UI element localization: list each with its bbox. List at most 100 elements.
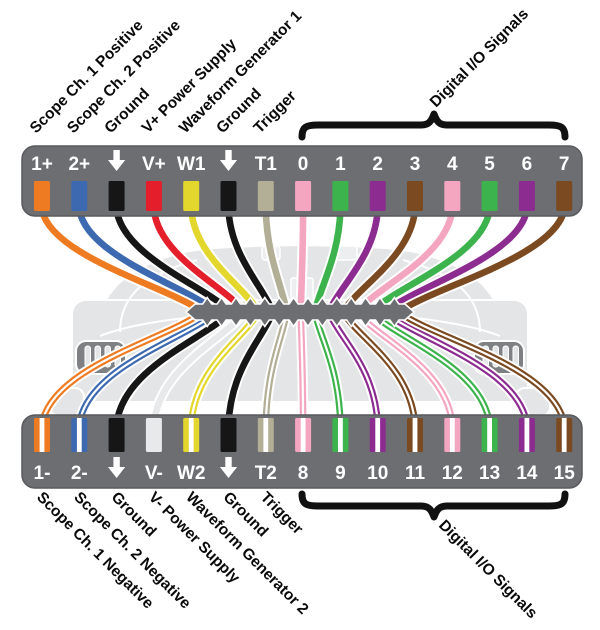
pin-cell-top-1: 2+ [68, 154, 90, 211]
pin-cell-bottom-4: W2 [177, 418, 206, 484]
wire-stripe [386, 313, 528, 425]
wire-stripe [264, 313, 288, 425]
wire-bottom-1- [36, 309, 203, 426]
wire-bottom-14 [383, 309, 533, 426]
pin-cell-bottom-3: V- [145, 418, 163, 484]
wire-stripe [400, 313, 566, 425]
pin-swatch-stripe [338, 418, 343, 452]
wire-core [76, 209, 217, 313]
center-connector [184, 296, 416, 328]
wire-core [399, 208, 568, 313]
pin-label-7: 7 [559, 154, 570, 175]
pin-swatch-2+ [71, 181, 88, 211]
pin-cell-top-7: 0 [295, 154, 312, 211]
wire-stripe [314, 313, 342, 425]
pin-cell-top-3: V+ [142, 154, 166, 211]
digital-brace-bottom [298, 490, 569, 521]
pin-label-12: 12 [442, 463, 463, 484]
pin-cell-top-10: 3 [407, 154, 423, 211]
pin-swatch-stripe [39, 418, 45, 452]
wire-core [38, 209, 202, 313]
pin-swatch-1+ [34, 181, 50, 211]
pin-swatch-stripe [487, 418, 492, 452]
wire-top-0 [295, 209, 309, 311]
pin-label-1: 1 [335, 154, 346, 175]
wire-bottom-9 [310, 312, 346, 425]
pin-swatch-gnd [108, 418, 125, 452]
ground-arrow-icon [108, 457, 126, 478]
pin-label-1+: 1+ [31, 154, 53, 175]
pin-label-V+: V+ [142, 154, 166, 175]
pin-cell-bottom-5 [219, 418, 238, 478]
pin-cell-bottom-0: 1- [34, 418, 51, 484]
pin-swatch-stripe [188, 418, 194, 452]
digital-group-label-top: Digital I/O Signals [427, 6, 532, 111]
pin-cell-bottom-11: 12 [442, 418, 463, 484]
digital-group-label-bottom: Digital I/O Signals [435, 517, 540, 622]
pin-cell-bottom-8: 9 [332, 418, 349, 484]
wire-stripe [372, 313, 491, 425]
wire-top-6 [384, 208, 533, 315]
pin-cell-bottom-6: T2 [255, 418, 277, 484]
pin-swatch-gnd [220, 418, 237, 452]
pin-swatch-W1 [183, 181, 200, 211]
pin-swatch-stripe [412, 418, 418, 452]
pin-cell-bottom-1: 2- [71, 418, 88, 484]
wire-bottom-Ground [111, 310, 233, 425]
pin-label-5: 5 [484, 154, 495, 175]
pin-cell-bottom-14: 15 [554, 418, 576, 484]
pin-cell-top-5 [219, 150, 238, 211]
pin-cell-bottom-10: 11 [405, 418, 425, 484]
pin-cell-top-13: 6 [518, 154, 535, 211]
wire-stripe [78, 313, 216, 425]
wires-top [36, 208, 570, 315]
pin-swatch-T1 [257, 181, 274, 211]
pin-cell-top-11: 4 [444, 154, 461, 211]
pin-swatch-1 [332, 181, 349, 211]
ground-arrow-icon [108, 150, 126, 171]
wire-top-5 [369, 208, 495, 315]
pin-cell-top-2 [108, 150, 126, 211]
pin-swatch-5 [481, 181, 498, 211]
wire-top-2+ [74, 208, 218, 315]
pin-cell-top-14: 7 [556, 154, 573, 211]
pin-swatch-2 [369, 181, 386, 211]
wire-top-1+ [36, 208, 203, 315]
wire-stripe [299, 313, 305, 425]
pin-swatch-stripe [375, 418, 381, 452]
pin-swatch-stripe [300, 418, 306, 452]
pin-cell-top-12: 5 [481, 154, 498, 211]
pin-cell-top-0: 1+ [31, 154, 53, 211]
pin-label-T2: T2 [255, 463, 277, 484]
pin-label-13: 13 [479, 463, 500, 484]
pin-swatch-stripe [263, 418, 269, 452]
pin-label-V-: V- [145, 463, 163, 484]
pin-swatch-stripe [524, 418, 530, 452]
wire-top-T1 [260, 209, 292, 312]
wire-top-Ground [111, 208, 233, 314]
pin-label-0: 0 [298, 154, 309, 175]
pin-cell-bottom-9: 10 [367, 418, 388, 484]
pin-swatch-stripe [76, 418, 82, 452]
pin-swatch-stripe [561, 418, 567, 452]
pin-label-W2: W2 [177, 463, 206, 484]
wire-bottom-T2 [260, 312, 292, 425]
pin-swatch-3 [407, 181, 423, 211]
wire-core [311, 209, 344, 311]
pin-label-1-: 1- [34, 463, 51, 484]
pin-label-8: 8 [298, 463, 309, 484]
pin-cell-top-4: W1 [177, 154, 206, 211]
pin-swatch-4 [444, 181, 461, 211]
pin-label-2-: 2- [71, 463, 88, 484]
pin-swatch-stripe [449, 418, 455, 452]
pin-swatch-V- [145, 418, 162, 452]
pin-label-15: 15 [554, 463, 576, 484]
wire-top-7 [398, 208, 570, 315]
wire-core [370, 209, 493, 313]
pin-label-T1: T1 [255, 154, 278, 175]
pin-label-9: 9 [335, 463, 346, 484]
pin-cell-bottom-13: 14 [516, 418, 538, 484]
